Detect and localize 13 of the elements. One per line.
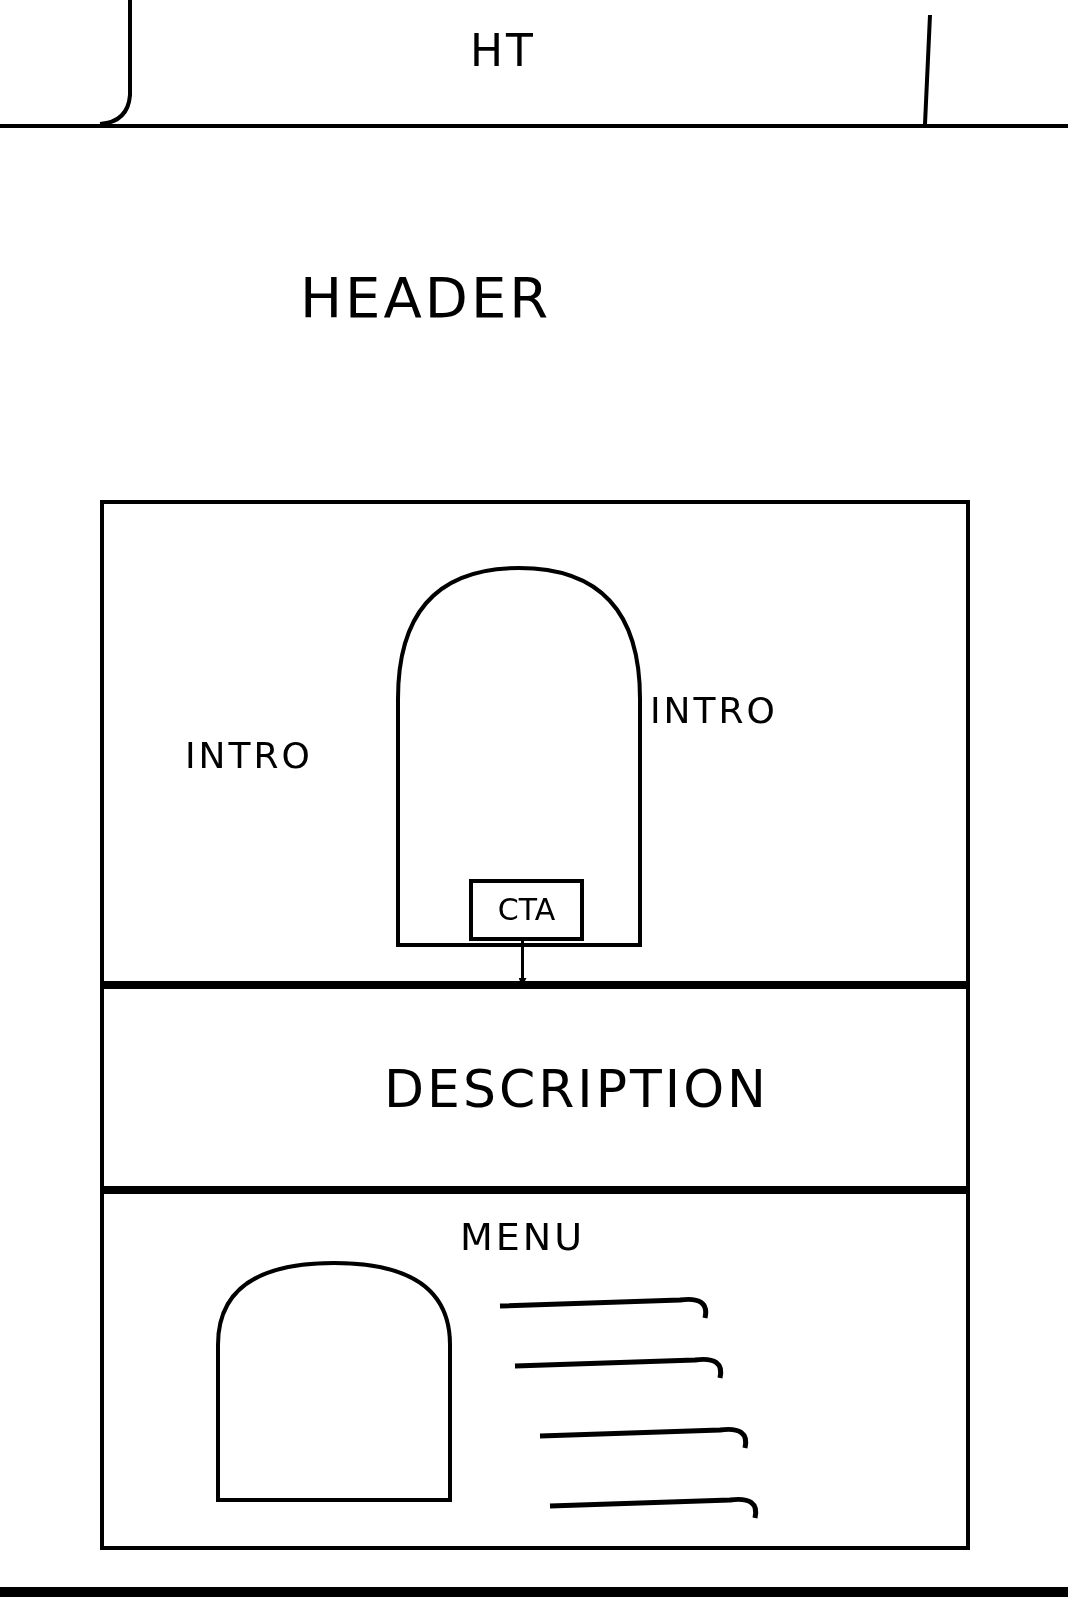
side-label: INTRO: [650, 690, 778, 731]
heading: HEADER: [300, 265, 552, 330]
bar-title: HT: [470, 25, 536, 76]
arch-frame: [214, 1259, 454, 1504]
section-band: [100, 985, 970, 1190]
top-bar: [0, 0, 1068, 128]
section-box: [100, 500, 970, 985]
side-label: INTRO: [185, 735, 313, 776]
section-box: [100, 1190, 970, 1550]
section-title: MENU: [460, 1215, 586, 1259]
section-title: DESCRIPTION: [384, 1059, 769, 1119]
cta-button: CTA: [469, 879, 584, 941]
arch-frame: [394, 564, 644, 949]
